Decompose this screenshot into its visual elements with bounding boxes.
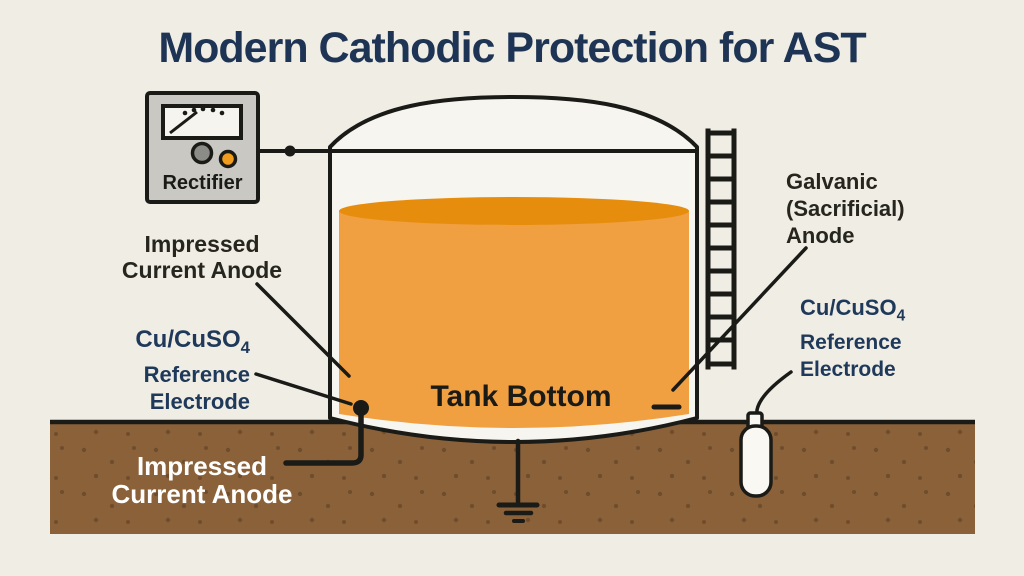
label-line: Galvanic <box>786 169 878 194</box>
anode-dot <box>353 400 369 416</box>
rectifier-unit <box>145 91 260 204</box>
reference-electrode-label-left: Cu/CuSO4 Reference Electrode <box>135 326 250 415</box>
knob-gray <box>190 141 214 165</box>
page-title: Modern Cathodic Protection for AST <box>158 24 866 72</box>
meter-display <box>161 104 243 140</box>
label-line: Current Anode <box>111 479 293 509</box>
label-line: Impressed <box>136 451 268 481</box>
impressed-current-anode-label-bottom: Impressed Current Anode <box>52 452 352 508</box>
label-line: Reference <box>800 331 902 355</box>
label-line: Anode <box>786 223 855 248</box>
label-line: Impressed <box>144 231 260 257</box>
tank-ladder <box>705 128 737 370</box>
formula-subscript: 4 <box>896 307 906 325</box>
reference-electrode-capsule <box>739 411 773 498</box>
formula-line: Cu/CuSO4 <box>135 326 250 357</box>
rectifier-wire <box>258 145 330 157</box>
wire-ref-electrode <box>755 370 793 417</box>
meter-needle <box>169 110 198 135</box>
pointer-ref-left <box>254 372 353 406</box>
label-line: Electrode <box>800 358 896 382</box>
label-line: Electrode <box>149 388 250 414</box>
reference-electrode-label-right: Cu/CuSO4 Reference Electrode <box>800 294 905 383</box>
knob-orange <box>218 149 238 169</box>
meter-ticks <box>182 106 225 116</box>
wire-junction-dot <box>284 145 296 157</box>
impressed-current-anode-label-top: Impressed Current Anode <box>52 231 352 283</box>
impressed-anode-assembly <box>283 400 369 466</box>
pointer-impressed-top <box>255 282 351 378</box>
tank-bottom-label: Tank Bottom <box>430 380 612 413</box>
tank-liquid <box>339 197 689 428</box>
galvanic-anode-label: Galvanic (Sacrificial) Anode <box>786 168 905 249</box>
formula-line: Cu/CuSO4 <box>800 295 906 325</box>
pointer-galvanic <box>671 246 808 392</box>
rectifier-label: Rectifier <box>162 172 243 194</box>
label-line: Current Anode <box>121 257 283 283</box>
label-line: (Sacrificial) <box>786 196 905 221</box>
formula-subscript: 4 <box>240 337 250 357</box>
label-line: Reference <box>143 361 250 387</box>
ground-symbol <box>496 438 540 523</box>
